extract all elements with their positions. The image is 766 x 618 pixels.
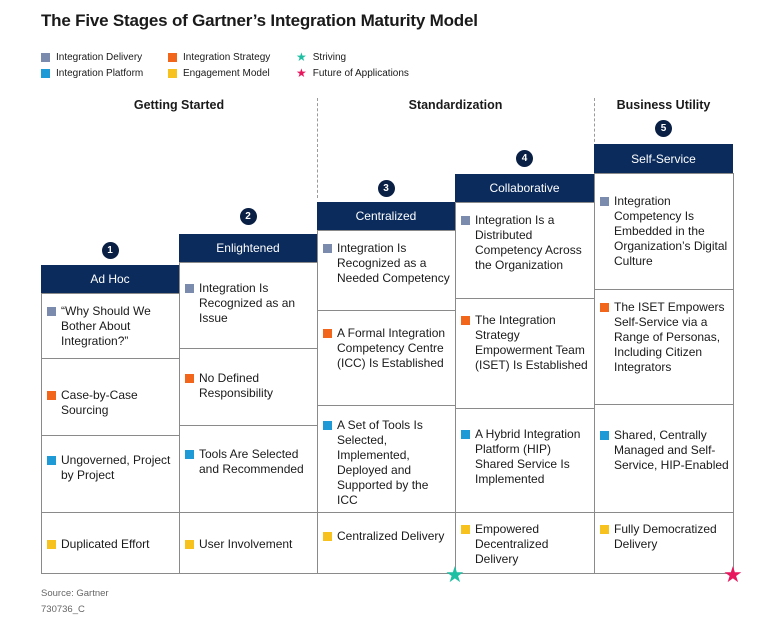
- category-bullet: [600, 303, 609, 312]
- cell-text: Fully Democratized Delivery: [614, 522, 717, 551]
- cell-text: The Integration Strategy Empowerment Tea…: [475, 313, 588, 372]
- legend-label: Striving: [312, 52, 347, 63]
- legend-label: Integration Delivery: [56, 52, 143, 63]
- baseline: [41, 573, 733, 574]
- stage-cell: Centralized Delivery: [317, 512, 456, 574]
- category-bullet: [185, 540, 194, 549]
- category-bullet: [461, 216, 470, 225]
- category-bullet: [185, 284, 194, 293]
- stage-cell: Integration Competency Is Embedded in th…: [594, 173, 734, 290]
- stage-number-badge: 3: [377, 180, 395, 197]
- stage-cell: Empowered Decentralized Delivery: [455, 512, 595, 574]
- star-icon: ★: [296, 50, 307, 64]
- cell-text: A Set of Tools Is Selected, Implemented,…: [337, 418, 429, 507]
- legend-label: Integration Strategy: [183, 52, 271, 63]
- stage-cell: Integration Is Recognized as a Needed Co…: [317, 230, 456, 311]
- phase-standardization: Standardization: [408, 98, 503, 112]
- source-note: Source: Gartner: [41, 588, 109, 599]
- figure-code: 730736_C: [41, 604, 85, 615]
- striving-star-icon: ★: [445, 562, 465, 587]
- stage-cell: Duplicated Effort: [41, 512, 180, 574]
- stage-header: Self-Service: [594, 144, 733, 173]
- stage-cell: The ISET Empowers Self-Service via a Ran…: [594, 289, 734, 405]
- stage-cell: A Hybrid Integration Platform (HIP) Shar…: [455, 408, 595, 513]
- category-bullet: [323, 532, 332, 541]
- stage-cell: Integration Is Recognized as an Issue: [179, 262, 318, 349]
- stage-cell: The Integration Strategy Empowerment Tea…: [455, 298, 595, 409]
- legend-swatch: [41, 69, 50, 78]
- category-bullet: [47, 391, 56, 400]
- category-bullet: [185, 450, 194, 459]
- future-star-icon: ★: [723, 562, 743, 587]
- legend-integration-platform: Integration Platform: [41, 68, 143, 79]
- category-bullet: [461, 430, 470, 439]
- stage-header: Ad Hoc: [41, 265, 179, 293]
- stage-header: Enlightened: [179, 234, 317, 262]
- legend-swatch: [168, 53, 177, 62]
- stage-cell: Ungoverned, Project by Project: [41, 435, 180, 513]
- legend-future-of-applications: ★ Future of Applications: [296, 66, 409, 80]
- stage-number-badge: 4: [516, 150, 533, 167]
- stage-cell: Fully Democratized Delivery: [594, 512, 734, 574]
- stage-cell: A Set of Tools Is Selected, Implemented,…: [317, 405, 456, 513]
- cell-text: Ungoverned, Project by Project: [61, 453, 171, 482]
- category-bullet: [47, 540, 56, 549]
- category-bullet: [461, 525, 470, 534]
- legend-integration-strategy: Integration Strategy: [168, 52, 270, 63]
- stage-header: Centralized: [317, 202, 455, 230]
- stage-cell: User Involvement: [179, 512, 318, 574]
- diagram-title: The Five Stages of Gartner’s Integration…: [41, 11, 478, 30]
- cell-text: A Hybrid Integration Platform (HIP) Shar…: [475, 427, 581, 486]
- legend-striving: ★ Striving: [296, 50, 347, 64]
- cell-text: Shared, Centrally Managed and Self-Servi…: [614, 428, 729, 472]
- stage-cell: “Why Should We Bother About Integration?…: [41, 293, 180, 359]
- cell-text: Integration Is Recognized as a Needed Co…: [337, 241, 450, 285]
- stage-header: Collaborative: [455, 174, 594, 202]
- cell-text: Case-by-Case Sourcing: [61, 388, 138, 417]
- stage-cell: A Formal Integration Competency Centre (…: [317, 310, 456, 406]
- cell-text: No Defined Responsibility: [199, 371, 274, 400]
- phase-getting-started: Getting Started: [133, 98, 225, 112]
- stage-number-badge: 1: [101, 242, 119, 259]
- category-bullet: [47, 456, 56, 465]
- stage-number-badge: 2: [239, 208, 257, 225]
- stage-number-badge: 5: [655, 120, 672, 137]
- category-bullet: [323, 244, 332, 253]
- phase-business-utility: Business Utility: [616, 98, 711, 112]
- cell-text: Integration Is Recognized as an Issue: [199, 281, 296, 325]
- cell-text: Tools Are Selected and Recommended: [199, 447, 304, 476]
- category-bullet: [323, 421, 332, 430]
- category-bullet: [185, 374, 194, 383]
- stage-cell: Shared, Centrally Managed and Self-Servi…: [594, 404, 734, 513]
- cell-text: The ISET Empowers Self-Service via a Ran…: [614, 300, 725, 374]
- category-bullet: [600, 197, 609, 206]
- stage-cell: Tools Are Selected and Recommended: [179, 425, 318, 513]
- cell-text: A Formal Integration Competency Centre (…: [337, 326, 446, 370]
- stage-cell: No Defined Responsibility: [179, 348, 318, 426]
- category-bullet: [600, 431, 609, 440]
- stage-cell: Case-by-Case Sourcing: [41, 358, 180, 436]
- legend-label: Engagement Model: [183, 68, 270, 79]
- cell-text: Empowered Decentralized Delivery: [475, 522, 549, 566]
- cell-text: User Involvement: [199, 537, 293, 551]
- category-bullet: [461, 316, 470, 325]
- phase-divider: [317, 98, 318, 198]
- cell-text: Duplicated Effort: [61, 537, 150, 551]
- legend-swatch: [41, 53, 50, 62]
- star-icon: ★: [296, 66, 307, 80]
- legend-swatch: [168, 69, 177, 78]
- cell-text: Integration Is a Distributed Competency …: [475, 213, 582, 272]
- stage-cell: Integration Is a Distributed Competency …: [455, 202, 595, 299]
- legend-label: Integration Platform: [56, 68, 144, 79]
- cell-text: “Why Should We Bother About Integration?…: [61, 304, 151, 348]
- category-bullet: [323, 329, 332, 338]
- category-bullet: [600, 525, 609, 534]
- legend-engagement-model: Engagement Model: [168, 68, 270, 79]
- cell-text: Centralized Delivery: [337, 529, 445, 543]
- cell-text: Integration Competency Is Embedded in th…: [614, 194, 728, 268]
- legend-label: Future of Applications: [312, 68, 409, 79]
- category-bullet: [47, 307, 56, 316]
- legend-integration-delivery: Integration Delivery: [41, 52, 142, 63]
